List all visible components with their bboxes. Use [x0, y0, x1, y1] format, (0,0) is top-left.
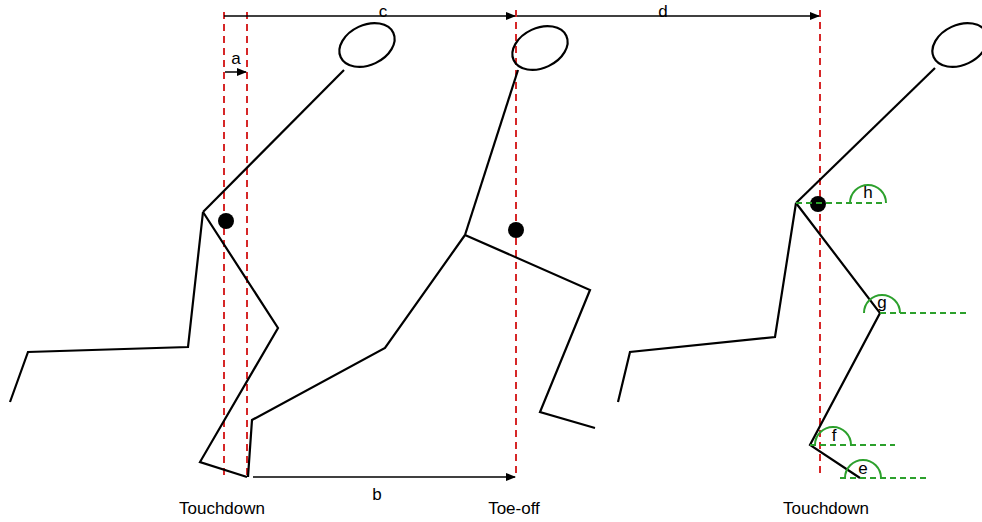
phase-label: Touchdown [179, 500, 265, 517]
centre-of-mass-dots [218, 196, 826, 238]
angle-label: f [832, 427, 837, 444]
dimension-label: b [372, 486, 381, 503]
angle-label: g [877, 294, 886, 311]
dimension-label: c [379, 2, 388, 19]
phase-label: Toe-off [488, 500, 540, 517]
phase-label: Touchdown [783, 500, 869, 517]
angle-markers [796, 185, 970, 478]
angle-label: e [858, 460, 867, 477]
angle-label: h [863, 184, 872, 201]
event-lines [224, 10, 820, 478]
stick-figures [10, 15, 982, 478]
dimension-arrows [224, 16, 819, 477]
dimension-label: a [231, 50, 240, 67]
dimension-label: d [658, 2, 667, 19]
